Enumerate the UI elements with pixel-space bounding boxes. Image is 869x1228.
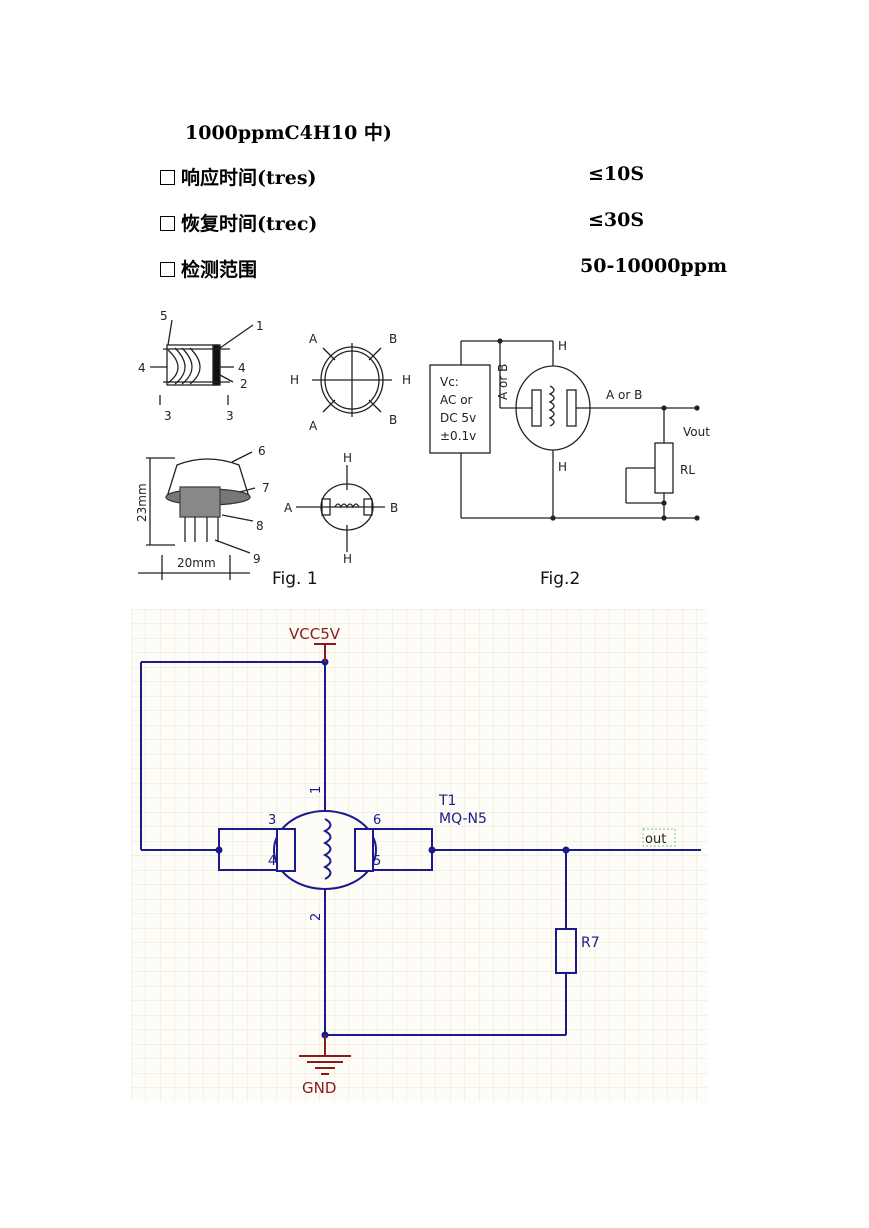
gnd-label: GND bbox=[302, 1079, 336, 1097]
net-out-label: out bbox=[645, 832, 666, 847]
part-model-label: MQ-N5 bbox=[439, 811, 487, 827]
pin-a-el: A bbox=[284, 501, 293, 515]
a-or-b-label: A or B bbox=[606, 388, 642, 402]
spec-row-detection-range: 检测范围 bbox=[160, 255, 257, 282]
supply-line-1: Vc: bbox=[440, 375, 459, 389]
callout-1: 1 bbox=[256, 319, 264, 333]
callout-9: 9 bbox=[253, 552, 261, 566]
gnd-symbol bbox=[299, 1035, 351, 1075]
spec-value-recovery-time: ≤30S bbox=[588, 209, 645, 231]
pin-h-right: H bbox=[402, 373, 411, 387]
rl-label: RL bbox=[680, 463, 695, 477]
resistor-label: R7 bbox=[581, 935, 600, 951]
callout-3-left: 3 bbox=[164, 409, 172, 423]
net-label-box bbox=[642, 828, 676, 847]
pin-3-label: 3 bbox=[268, 813, 276, 828]
vcc-symbol bbox=[314, 643, 336, 662]
callout-8: 8 bbox=[256, 519, 264, 533]
pin-4-label: 4 bbox=[268, 854, 276, 869]
pin-a-bottom: A bbox=[309, 419, 318, 433]
checkbox-square-icon bbox=[160, 170, 175, 185]
checkbox-square-icon bbox=[160, 262, 175, 277]
fig1-pin-view bbox=[312, 343, 392, 417]
pin-h-left: H bbox=[290, 373, 299, 387]
spec-value-response-time: ≤10S bbox=[588, 163, 645, 185]
a-or-b-vertical: A or B bbox=[496, 364, 510, 400]
spec-row-response-time: 响应时间(tres) bbox=[160, 163, 317, 190]
h-top-label: H bbox=[558, 339, 567, 353]
supply-line-3: DC 5v bbox=[440, 411, 476, 425]
callout-3-right: 3 bbox=[226, 409, 234, 423]
vcc-label: VCC5V bbox=[289, 625, 341, 643]
supply-line-2: AC or bbox=[440, 393, 473, 407]
spec-value-detection-range: 50-10000ppm bbox=[580, 255, 728, 277]
pin-b-el: B bbox=[390, 501, 398, 515]
pin-h-el-bottom: H bbox=[343, 552, 352, 566]
spec-label: 检测范围 bbox=[181, 259, 258, 281]
callout-4-right: 4 bbox=[238, 361, 246, 375]
fig1-caption: Fig. 1 bbox=[272, 569, 318, 589]
vout-label: Vout bbox=[683, 425, 710, 439]
fig1-sensor-body bbox=[138, 451, 256, 580]
sensor-figures: 5 1 4 4 2 3 3 23mm 20mm 6 7 8 9 bbox=[135, 309, 710, 589]
pin-5-label: 5 bbox=[373, 854, 381, 869]
h-bottom-label: H bbox=[558, 460, 567, 474]
supply-line-4: ±0.1v bbox=[440, 429, 476, 443]
callout-4-left: 4 bbox=[138, 361, 146, 375]
callout-2: 2 bbox=[240, 377, 248, 391]
spec-row-recovery-time: 恢复时间(trec) bbox=[160, 209, 317, 236]
dim-height-label: 23mm bbox=[135, 483, 149, 522]
fig2-junctions bbox=[497, 338, 700, 521]
pin-h-el-top: H bbox=[343, 451, 352, 465]
checkbox-square-icon bbox=[160, 216, 175, 231]
pin-2-label: 2 bbox=[309, 913, 324, 921]
pin-1-label: 1 bbox=[309, 786, 324, 794]
pin-6-label: 6 bbox=[373, 813, 381, 828]
pin-b-bottom: B bbox=[389, 413, 397, 427]
spec-line-continued: 1000ppmC4H10 中) bbox=[185, 122, 392, 144]
fig2-caption: Fig.2 bbox=[540, 569, 580, 589]
dim-width-label: 20mm bbox=[177, 556, 216, 570]
spec-label: 响应时间(tres) bbox=[181, 167, 317, 189]
spec-label: 恢复时间(trec) bbox=[181, 213, 318, 235]
fig1-side-section bbox=[150, 319, 254, 405]
callout-7: 7 bbox=[262, 481, 270, 495]
fig1-element-view bbox=[296, 465, 385, 552]
callout-5: 5 bbox=[160, 309, 168, 323]
callout-6: 6 bbox=[258, 444, 266, 458]
schematic-canvas: VCC5V GND T1 MQ-N5 R7 1 2 3 4 5 6 out bbox=[131, 609, 708, 1101]
fig2-circuit bbox=[429, 340, 697, 519]
pin-a-top: A bbox=[309, 332, 318, 346]
part-ref-label: T1 bbox=[438, 793, 456, 809]
pin-b-top: B bbox=[389, 332, 397, 346]
